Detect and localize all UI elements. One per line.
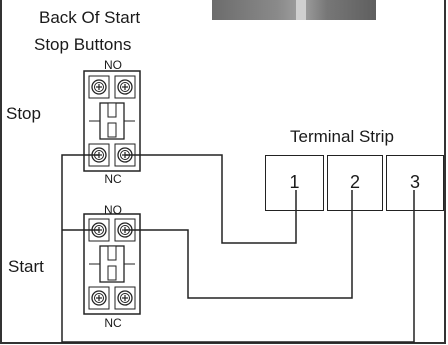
terminal-2: 2 bbox=[327, 155, 383, 211]
terminal-3: 3 bbox=[386, 155, 444, 211]
wire-start-to-terminal-2 bbox=[125, 190, 353, 299]
title-line-1: Back Of Start bbox=[39, 8, 141, 27]
stop-button-body bbox=[83, 70, 141, 172]
title-line-2: Stop Buttons bbox=[34, 35, 132, 54]
wire-stop-to-terminal-1 bbox=[125, 154, 297, 244]
wires bbox=[61, 154, 415, 343]
terminal-1-number: 1 bbox=[289, 172, 300, 192]
stop-label: Stop bbox=[6, 104, 41, 123]
terminal-1: 1 bbox=[265, 155, 324, 211]
start-nc-label: NC bbox=[104, 316, 122, 330]
terminal-2-number: 2 bbox=[349, 172, 360, 192]
wire-stop-to-terminal-3 bbox=[61, 154, 415, 343]
stop-nc-label: NC bbox=[104, 172, 122, 186]
start-button-body bbox=[83, 213, 141, 315]
button-photo-strip bbox=[212, 0, 376, 20]
stop-no-label: NO bbox=[104, 58, 122, 72]
terminal-strip-title: Terminal Strip bbox=[290, 127, 394, 146]
terminal-3-number: 3 bbox=[409, 172, 420, 192]
start-label: Start bbox=[8, 257, 44, 276]
